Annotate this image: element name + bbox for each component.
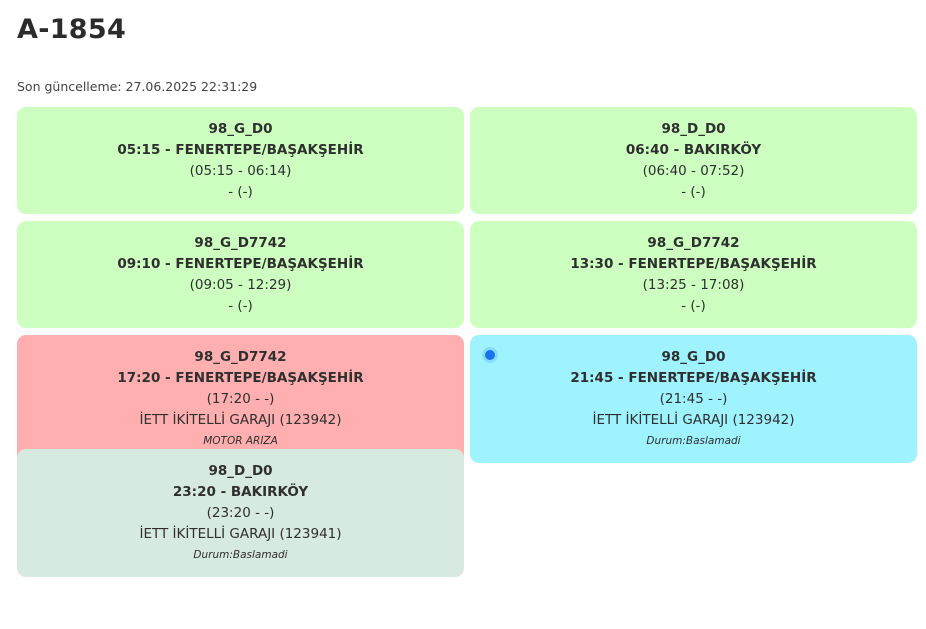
trip-code: 98_D_D0 bbox=[208, 463, 273, 479]
trip-times: (05:15 - 06:14) bbox=[189, 163, 292, 179]
trip-card[interactable]: 98_D_D0 23:20 - BAKIRKÖY (23:20 - -) İET… bbox=[17, 449, 464, 577]
trip-status-note: MOTOR ARIZA bbox=[203, 435, 278, 447]
trip-status-note: Durum:Baslamadi bbox=[193, 549, 288, 561]
last-update-text: Son güncelleme: 27.06.2025 22:31:29 bbox=[17, 79, 258, 94]
trip-departure: 13:30 - FENERTEPE/BAŞAKŞEHİR bbox=[570, 256, 817, 272]
trip-status-note: Durum:Baslamadi bbox=[646, 435, 741, 447]
trip-code: 98_G_D0 bbox=[661, 349, 726, 365]
trip-times: (09:05 - 12:29) bbox=[189, 277, 292, 293]
trip-garage: İETT İKİTELLİ GARAJI (123942) bbox=[592, 412, 795, 428]
trip-garage: - (-) bbox=[681, 298, 706, 314]
trip-times: (17:20 - -) bbox=[206, 391, 275, 407]
trip-times: (21:45 - -) bbox=[659, 391, 728, 407]
current-trip-dot-icon bbox=[482, 347, 498, 363]
trip-code: 98_G_D7742 bbox=[194, 235, 287, 251]
trip-times: (13:25 - 17:08) bbox=[642, 277, 745, 293]
trip-card[interactable]: 98_G_D7742 13:30 - FENERTEPE/BAŞAKŞEHİR … bbox=[470, 221, 917, 328]
page-title: A-1854 bbox=[17, 14, 127, 45]
trip-code: 98_D_D0 bbox=[661, 121, 726, 137]
trip-card-grid: 98_G_D0 05:15 - FENERTEPE/BAŞAKŞEHİR (05… bbox=[17, 107, 917, 577]
trip-garage: İETT İKİTELLİ GARAJI (123942) bbox=[139, 412, 342, 428]
trip-garage: - (-) bbox=[681, 184, 706, 200]
trip-card[interactable]: 98_G_D7742 17:20 - FENERTEPE/BAŞAKŞEHİR … bbox=[17, 335, 464, 463]
trip-card[interactable]: 98_D_D0 06:40 - BAKIRKÖY (06:40 - 07:52)… bbox=[470, 107, 917, 214]
trip-code: 98_G_D0 bbox=[208, 121, 273, 137]
trip-departure: 05:15 - FENERTEPE/BAŞAKŞEHİR bbox=[117, 142, 364, 158]
trip-departure: 09:10 - FENERTEPE/BAŞAKŞEHİR bbox=[117, 256, 364, 272]
trip-garage: İETT İKİTELLİ GARAJI (123941) bbox=[139, 526, 342, 542]
trip-departure: 17:20 - FENERTEPE/BAŞAKŞEHİR bbox=[117, 370, 364, 386]
trip-garage: - (-) bbox=[228, 298, 253, 314]
trip-departure: 23:20 - BAKIRKÖY bbox=[172, 484, 309, 500]
trip-code: 98_G_D7742 bbox=[194, 349, 287, 365]
trip-departure: 21:45 - FENERTEPE/BAŞAKŞEHİR bbox=[570, 370, 817, 386]
trip-departure: 06:40 - BAKIRKÖY bbox=[625, 142, 762, 158]
trip-garage: - (-) bbox=[228, 184, 253, 200]
trip-code: 98_G_D7742 bbox=[647, 235, 740, 251]
trip-card[interactable]: 98_G_D0 21:45 - FENERTEPE/BAŞAKŞEHİR (21… bbox=[470, 335, 917, 463]
trip-card[interactable]: 98_G_D0 05:15 - FENERTEPE/BAŞAKŞEHİR (05… bbox=[17, 107, 464, 214]
trip-times: (23:20 - -) bbox=[206, 505, 275, 521]
trip-card[interactable]: 98_G_D7742 09:10 - FENERTEPE/BAŞAKŞEHİR … bbox=[17, 221, 464, 328]
trip-times: (06:40 - 07:52) bbox=[642, 163, 745, 179]
